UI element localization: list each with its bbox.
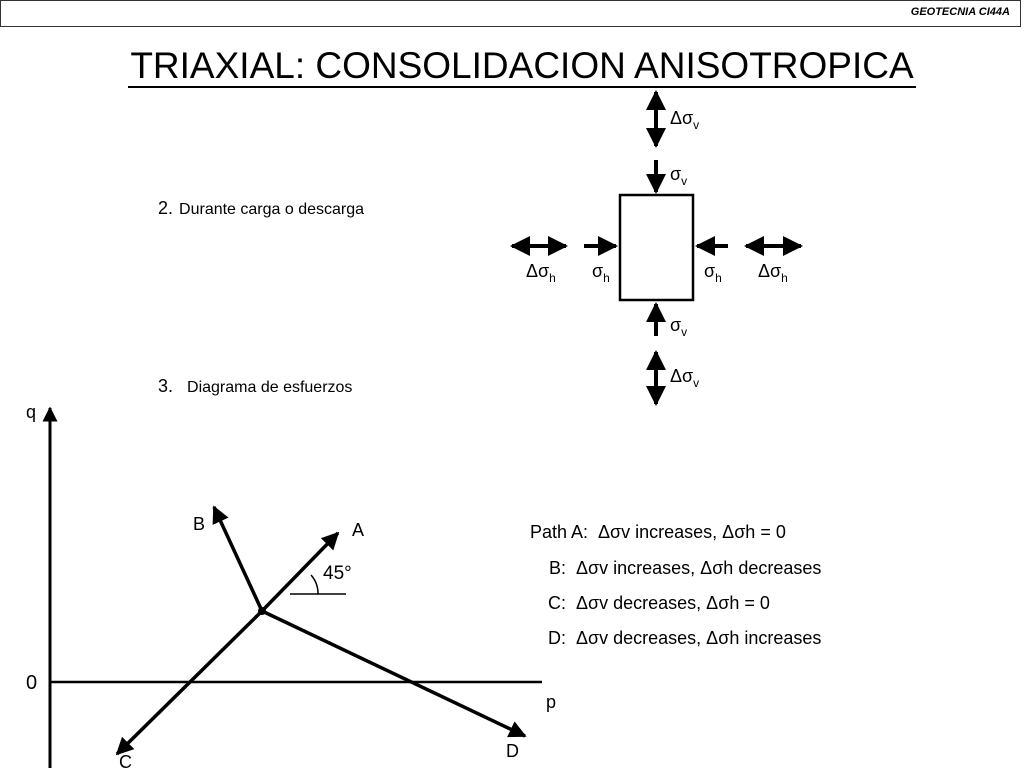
legend-key: C:	[548, 593, 566, 613]
path-b-label: B	[193, 514, 205, 534]
path-a-line	[260, 531, 340, 613]
legend-text: Δσv increases, Δσh = 0	[598, 522, 786, 542]
page-title: TRIAXIAL: CONSOLIDACION ANISOTROPICA	[0, 44, 1024, 88]
label-sigma-v-top: σv	[670, 164, 687, 188]
path-c-label: C	[119, 752, 132, 768]
stress-path-diagram: q p 0 45° B A C D	[26, 402, 556, 768]
legend-text: Δσv decreases, Δσh increases	[576, 628, 822, 648]
angle-arc	[310, 574, 319, 595]
header-bar: GEOTECNIA CI44A	[0, 0, 1021, 27]
label-sigma-h-right: σh	[704, 261, 722, 285]
origin-label: 0	[26, 672, 37, 694]
label-delta-sigma-v-top: Δσv	[670, 108, 699, 132]
label-sigma-h-left: σh	[592, 261, 610, 285]
soil-specimen	[618, 193, 695, 302]
section-3-text: Diagrama de esfuerzos	[187, 379, 353, 396]
path-a-label: A	[352, 520, 364, 540]
section-2-number: 2.	[158, 198, 174, 218]
header-label: GEOTECNIA CI44A	[910, 6, 1010, 18]
path-d-label: D	[506, 741, 519, 761]
label-delta-sigma-v-bottom: Δσv	[670, 366, 699, 390]
path-d-line	[261, 609, 527, 738]
legend-key: D:	[548, 628, 566, 648]
path-b-line	[212, 505, 264, 612]
angle-label: 45°	[323, 563, 352, 584]
label-delta-sigma-h-right: Δσh	[758, 261, 788, 285]
legend-key: Path A:	[529, 522, 588, 542]
section-3: 3. Diagrama de esfuerzos	[158, 376, 352, 397]
initial-stress-point	[258, 607, 266, 615]
section-2-text: Durante carga o descarga	[179, 201, 365, 218]
legend-text: Δσv increases, Δσh decreases	[576, 558, 822, 578]
section-3-number: 3.	[158, 376, 174, 396]
p-axis-label: p	[546, 692, 556, 712]
label-delta-sigma-h-left: Δσh	[526, 261, 556, 285]
specimen-diagram: Δσv σv σv Δσv Δσh σh σh Δσh	[510, 90, 803, 406]
page-title-text: TRIAXIAL: CONSOLIDACION ANISOTROPICA	[128, 45, 916, 88]
legend-key: B:	[548, 558, 566, 578]
path-c-line	[115, 609, 264, 756]
q-axis-label: q	[26, 402, 36, 422]
label-sigma-v-bottom: σv	[670, 315, 687, 339]
section-2: 2. Durante carga o descarga	[158, 198, 364, 219]
legend-text: Δσv decreases, Δσh = 0	[576, 593, 770, 613]
